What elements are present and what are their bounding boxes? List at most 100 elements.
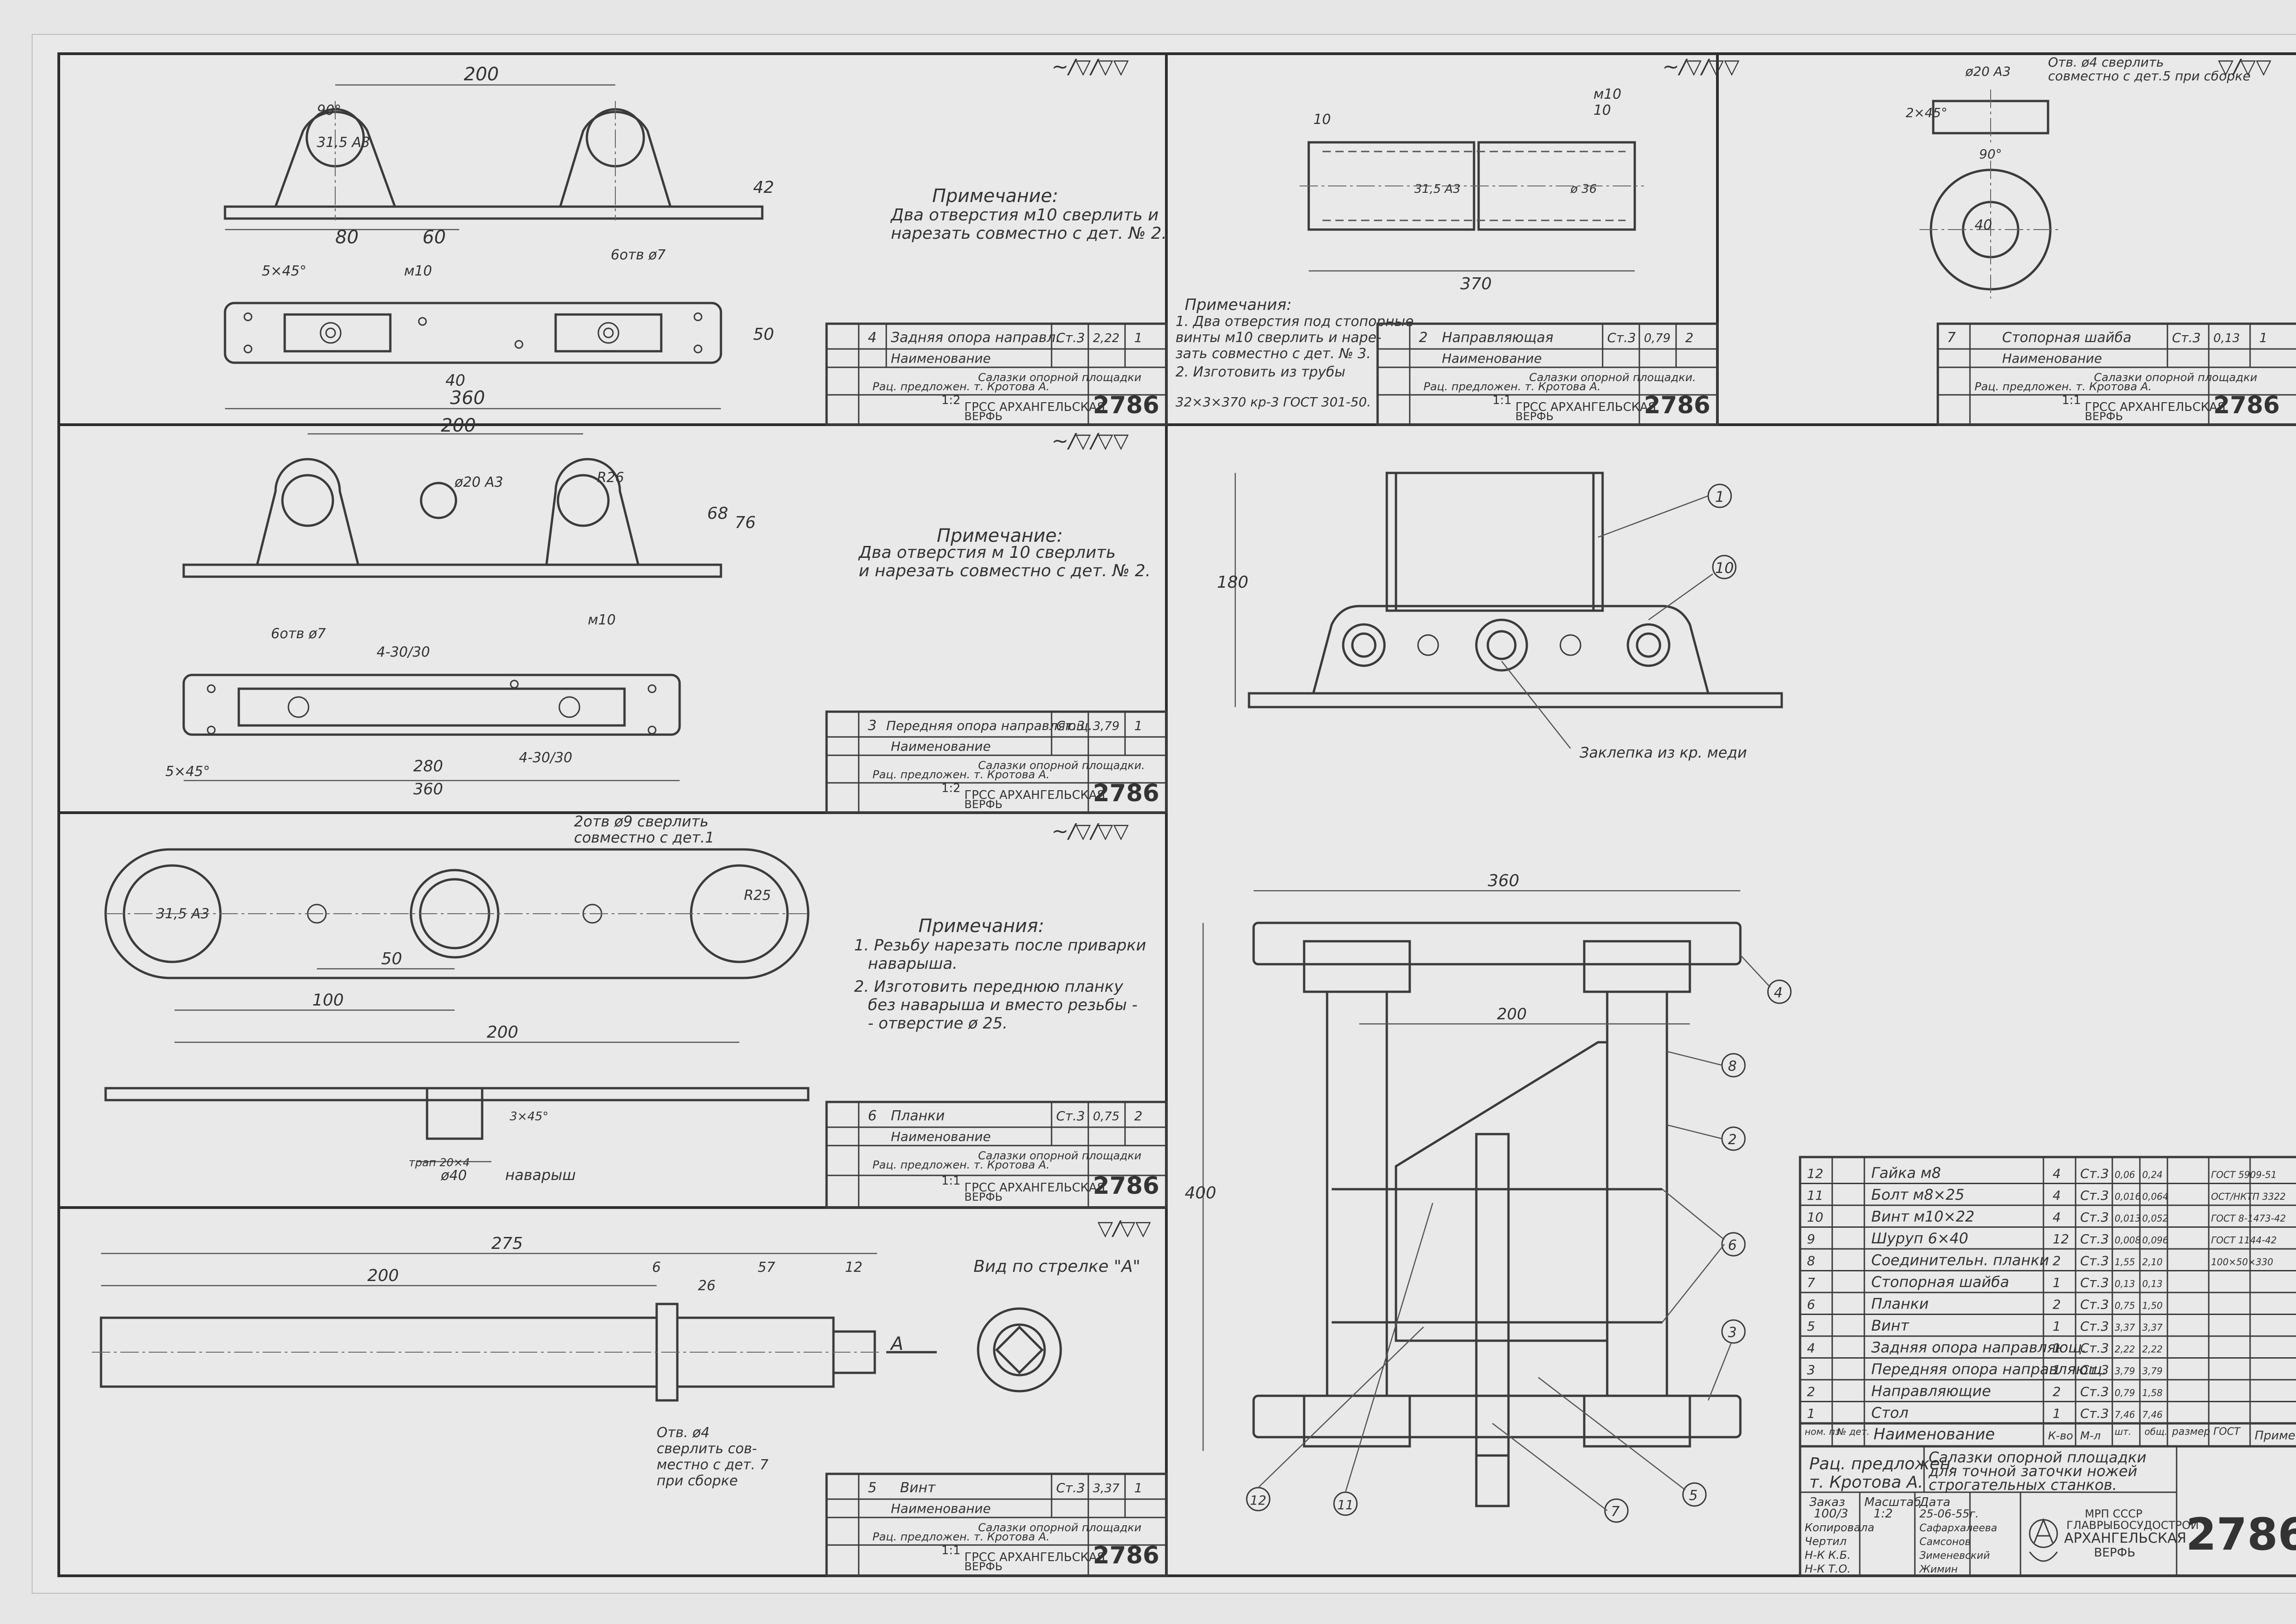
spec-cell-w1: 0,016 (2115, 1191, 2141, 1202)
spec-cell-pos: 12 (1807, 1166, 1823, 1181)
svg-text:Жимин: Жимин (1919, 1564, 1958, 1575)
svg-text:3×45°: 3×45° (510, 1110, 548, 1124)
svg-text:200: 200 (1497, 1005, 1527, 1023)
spec-cell-qty: 1 (2053, 1341, 2061, 1356)
svg-text:5: 5 (868, 1480, 877, 1496)
spec-cell-pos: 5 (1807, 1319, 1815, 1334)
spec-cell-w2: 7,46 (2142, 1409, 2163, 1420)
svg-text:- отверстие ø 25.: - отверстие ø 25. (868, 1014, 1007, 1033)
svg-text:1: 1 (1715, 488, 1724, 506)
spec-cell-mat: Ст.3 (2080, 1319, 2109, 1334)
spec-cell-mat: Ст.3 (2080, 1253, 2109, 1269)
spec-cell-name: Стол (1871, 1404, 1908, 1422)
svg-text:ГРСС АРХАНГЕЛЬСКАЯ: ГРСС АРХАНГЕЛЬСКАЯ (964, 400, 1105, 414)
svg-text:68: 68 (707, 504, 728, 523)
svg-text:200: 200 (464, 64, 499, 85)
svg-text:АРХАНГЕЛЬСКАЯ: АРХАНГЕЛЬСКАЯ (2064, 1530, 2186, 1546)
svg-text:360: 360 (450, 388, 485, 409)
callouts: 4 8 2 6 3 12 11 7 5 (1246, 955, 1792, 1523)
svg-text:ВЕРФЬ: ВЕРФЬ (2094, 1546, 2135, 1560)
svg-text:80: 80 (335, 227, 359, 248)
svg-text:М-л: М-л (2080, 1429, 2101, 1442)
svg-text:Салазки опорной площадки: Салазки опорной площадки (978, 1521, 1142, 1534)
spec-cell-name: Гайка м8 (1871, 1164, 1941, 1182)
svg-text:при сборке: при сборке (657, 1473, 738, 1489)
svg-text:31,5 A3: 31,5 A3 (1414, 182, 1460, 196)
svg-text:7: 7 (1947, 330, 1956, 346)
svg-text:Рац. предложен.: Рац. предложен. (1809, 1455, 1956, 1473)
svg-text:Наименование: Наименование (891, 739, 991, 754)
svg-text:винты м10 сверлить и наре-: винты м10 сверлить и наре- (1176, 330, 1381, 346)
spec-cell-w1: 0,06 (2115, 1169, 2135, 1180)
svg-text:26: 26 (698, 1278, 715, 1294)
svg-text:Копировала: Копировала (1805, 1521, 1874, 1534)
svg-text:1: 1 (1134, 1480, 1142, 1495)
svg-text:2×45°: 2×45° (1906, 105, 1947, 120)
svg-text:2786: 2786 (2213, 392, 2280, 419)
svg-text:Отв. ø4: Отв. ø4 (657, 1425, 709, 1441)
svg-text:Наименование: Наименование (891, 1501, 991, 1516)
spec-cell-mat: Ст.3 (2080, 1188, 2109, 1203)
svg-text:280: 280 (413, 757, 443, 775)
svg-text:42: 42 (753, 178, 774, 197)
svg-text:200: 200 (441, 415, 476, 436)
svg-text:200: 200 (367, 1266, 399, 1285)
svg-text:Чертил: Чертил (1805, 1535, 1846, 1548)
svg-text:275: 275 (491, 1234, 523, 1253)
svg-text:6отв ø7: 6отв ø7 (611, 247, 666, 263)
svg-text:Примечания:: Примечания: (918, 916, 1044, 937)
svg-text:Два отверстия м10 сверлить и: Два отверстия м10 сверлить и (890, 206, 1159, 225)
spec-cell-w1: 0,75 (2115, 1300, 2135, 1311)
svg-text:1:1: 1:1 (1492, 393, 1512, 407)
svg-text:6: 6 (868, 1108, 877, 1124)
svg-text:Н-К Т.О.: Н-К Т.О. (1805, 1562, 1851, 1575)
svg-text:31,5 A3: 31,5 A3 (156, 906, 209, 922)
svg-text:Ст.3: Ст.3 (1056, 718, 1085, 733)
svg-text:40: 40 (1975, 217, 1992, 233)
svg-text:МРП СССР: МРП СССР (2085, 1507, 2143, 1520)
svg-text:Винт: Винт (900, 1480, 936, 1496)
svg-text:сверлить сов-: сверлить сов- (657, 1441, 757, 1457)
svg-text:м10: м10 (1593, 86, 1621, 102)
svg-text:наварыш: наварыш (505, 1166, 576, 1184)
svg-text:Стопорная шайба: Стопорная шайба (2002, 330, 2132, 346)
svg-text:25-06-55г.: 25-06-55г. (1919, 1507, 1979, 1520)
spec-cell-w2: 1,58 (2142, 1388, 2163, 1399)
svg-text:2: 2 (1419, 330, 1428, 346)
spec-cell-w2: 2,22 (2142, 1344, 2163, 1355)
svg-text:местно с дет. 7: местно с дет. 7 (657, 1457, 768, 1473)
svg-text:2786: 2786 (2186, 1509, 2296, 1560)
svg-text:100: 100 (312, 991, 344, 1010)
svg-text:Ст.3: Ст.3 (1056, 330, 1085, 345)
svg-text:и нарезать совместно с дет. №: и нарезать совместно с дет. № 2. (859, 562, 1151, 580)
svg-text:2: 2 (1685, 330, 1694, 345)
svg-text:200: 200 (487, 1023, 518, 1042)
svg-text:Рац. предложен. т. Кротова А.: Рац. предложен. т. Кротова А. (1424, 380, 1601, 393)
svg-text:10: 10 (1313, 112, 1331, 128)
svg-text:Ст.3: Ст.3 (2172, 330, 2201, 345)
svg-text:▽/▽▽: ▽/▽▽ (1097, 1217, 1151, 1240)
svg-text:1: 1 (2259, 330, 2268, 345)
svg-text:Зименевский: Зименевский (1919, 1550, 1990, 1562)
svg-text:~/▽/▽▽: ~/▽/▽▽ (1052, 429, 1129, 453)
spec-cell-qty: 2 (2053, 1297, 2061, 1312)
spec-cell-w1: 2,22 (2115, 1344, 2135, 1355)
svg-text:1:2: 1:2 (941, 781, 961, 795)
svg-text:370: 370 (1460, 275, 1492, 293)
titleblock-part5: 5 Винт Ст.3 3,37 1 Наименование Рац. пре… (825, 1472, 1168, 1577)
svg-text:90°: 90° (317, 102, 341, 118)
spec-cell-mat: Ст.3 (2080, 1275, 2109, 1290)
svg-text:Самсонов: Самсонов (1919, 1536, 1971, 1548)
svg-text:совместно с дет.1: совместно с дет.1 (574, 829, 715, 846)
spec-cell-w2: 3,37 (2142, 1322, 2163, 1333)
spec-cell-qty: 2 (2053, 1253, 2061, 1269)
svg-text:1. Два отверстия под стопорные: 1. Два отверстия под стопорные (1176, 314, 1414, 330)
svg-text:шт.: шт. (2115, 1426, 2131, 1437)
spec-cell-mat: Ст.3 (2080, 1341, 2109, 1356)
spec-cell-qty: 4 (2053, 1188, 2061, 1203)
svg-text:Салазки опорной площадки.: Салазки опорной площадки. (1529, 371, 1696, 384)
svg-text:№ дет.: № дет. (1836, 1426, 1869, 1437)
svg-text:ВЕРФЬ: ВЕРФЬ (1515, 410, 1553, 423)
spec-cell-w1: 3,79 (2115, 1366, 2135, 1377)
